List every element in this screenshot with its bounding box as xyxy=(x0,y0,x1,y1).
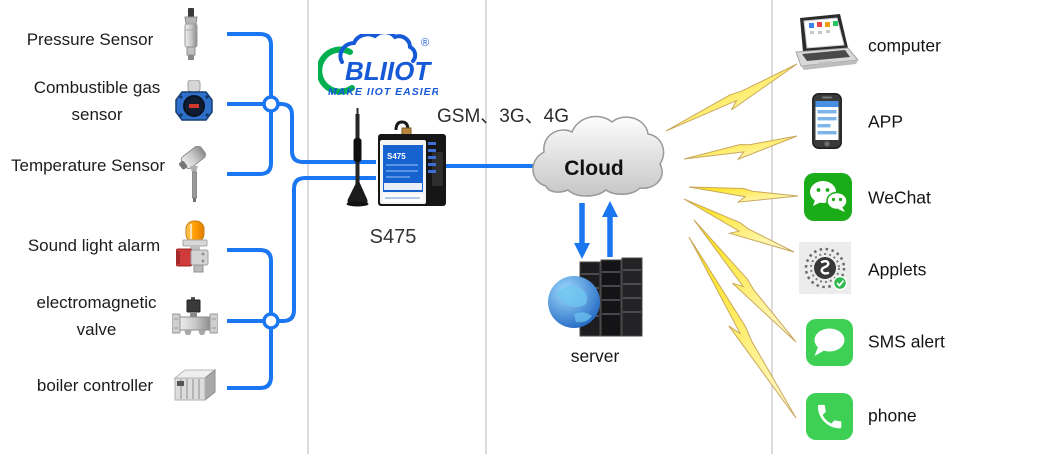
lightning-bolt-icon xyxy=(683,198,795,253)
wechat-icon xyxy=(804,173,852,221)
network-label: GSM、3G、4G xyxy=(437,106,569,127)
endpoint-label-app: APP xyxy=(868,111,904,132)
pressure-sensor-icon xyxy=(184,8,198,60)
endpoint-label-sms: SMS alert xyxy=(868,331,945,352)
endpoint-label-applets: Applets xyxy=(868,259,927,280)
server-icon xyxy=(548,257,643,337)
divider-left xyxy=(307,0,309,454)
sensor-label-temperature: Temperature Sensor xyxy=(10,156,166,175)
lightning-bolt-icon xyxy=(693,219,797,343)
s475-gateway-device: S475 xyxy=(346,108,446,207)
actuator-label-boiler: boiler controller xyxy=(36,376,154,395)
cloud-label: Cloud xyxy=(564,157,623,180)
actuator-label-alarm: Sound light alarm xyxy=(27,236,161,255)
device-box: S475 xyxy=(378,120,446,206)
divider-middle xyxy=(485,0,487,454)
sms-icon xyxy=(806,319,853,366)
endpoint-label-computer: computer xyxy=(868,35,941,56)
lightning-bolt-icon xyxy=(688,236,797,419)
arrow-down-head xyxy=(574,243,590,259)
sync-arrows xyxy=(574,201,618,259)
device-panel-text: S475 xyxy=(387,152,406,161)
lightning-bolt-icon xyxy=(665,63,798,132)
mini-program-icon xyxy=(799,242,851,294)
arrow-up-head xyxy=(602,201,618,217)
sensor-label-pressure: Pressure Sensor xyxy=(26,30,154,49)
junction-node-bottom xyxy=(262,312,280,330)
bliiot-logo: BLIIOT ® MAKE IIOT EASIER xyxy=(318,34,438,98)
sound-light-alarm-icon xyxy=(176,220,209,273)
actuator-label-valve: electromagnetic valve xyxy=(36,293,157,340)
lightning-bolts xyxy=(665,63,799,419)
smartphone-icon xyxy=(812,93,842,149)
electromagnetic-valve-icon xyxy=(172,297,218,335)
endpoint-label-wechat: WeChat xyxy=(868,187,931,208)
divider-right xyxy=(771,0,773,454)
gas-sensor-icon xyxy=(175,80,213,121)
endpoint-label-phone: phone xyxy=(868,405,917,426)
laptop-icon xyxy=(795,14,859,70)
logo-text: BLIIOT xyxy=(345,56,432,86)
lightning-bolt-icon xyxy=(683,135,798,161)
logo-tagline: MAKE IIOT EASIER xyxy=(328,86,438,98)
temperature-sensor-icon xyxy=(179,146,207,202)
cloud-icon: Cloud xyxy=(532,115,665,197)
device-model-label: S475 xyxy=(369,226,417,248)
logo-green-swoosh xyxy=(318,46,355,95)
lightning-bolt-icon xyxy=(688,186,799,203)
sensor-label-gas: Combustible gas sensor xyxy=(33,78,161,125)
junction-node-top xyxy=(262,95,280,113)
registered-mark: ® xyxy=(421,37,429,49)
server-label: server xyxy=(570,346,620,366)
antenna-icon xyxy=(346,108,369,207)
phone-call-icon xyxy=(806,393,853,440)
boiler-controller-icon xyxy=(173,368,217,402)
logo-cloud-outline xyxy=(338,34,418,64)
